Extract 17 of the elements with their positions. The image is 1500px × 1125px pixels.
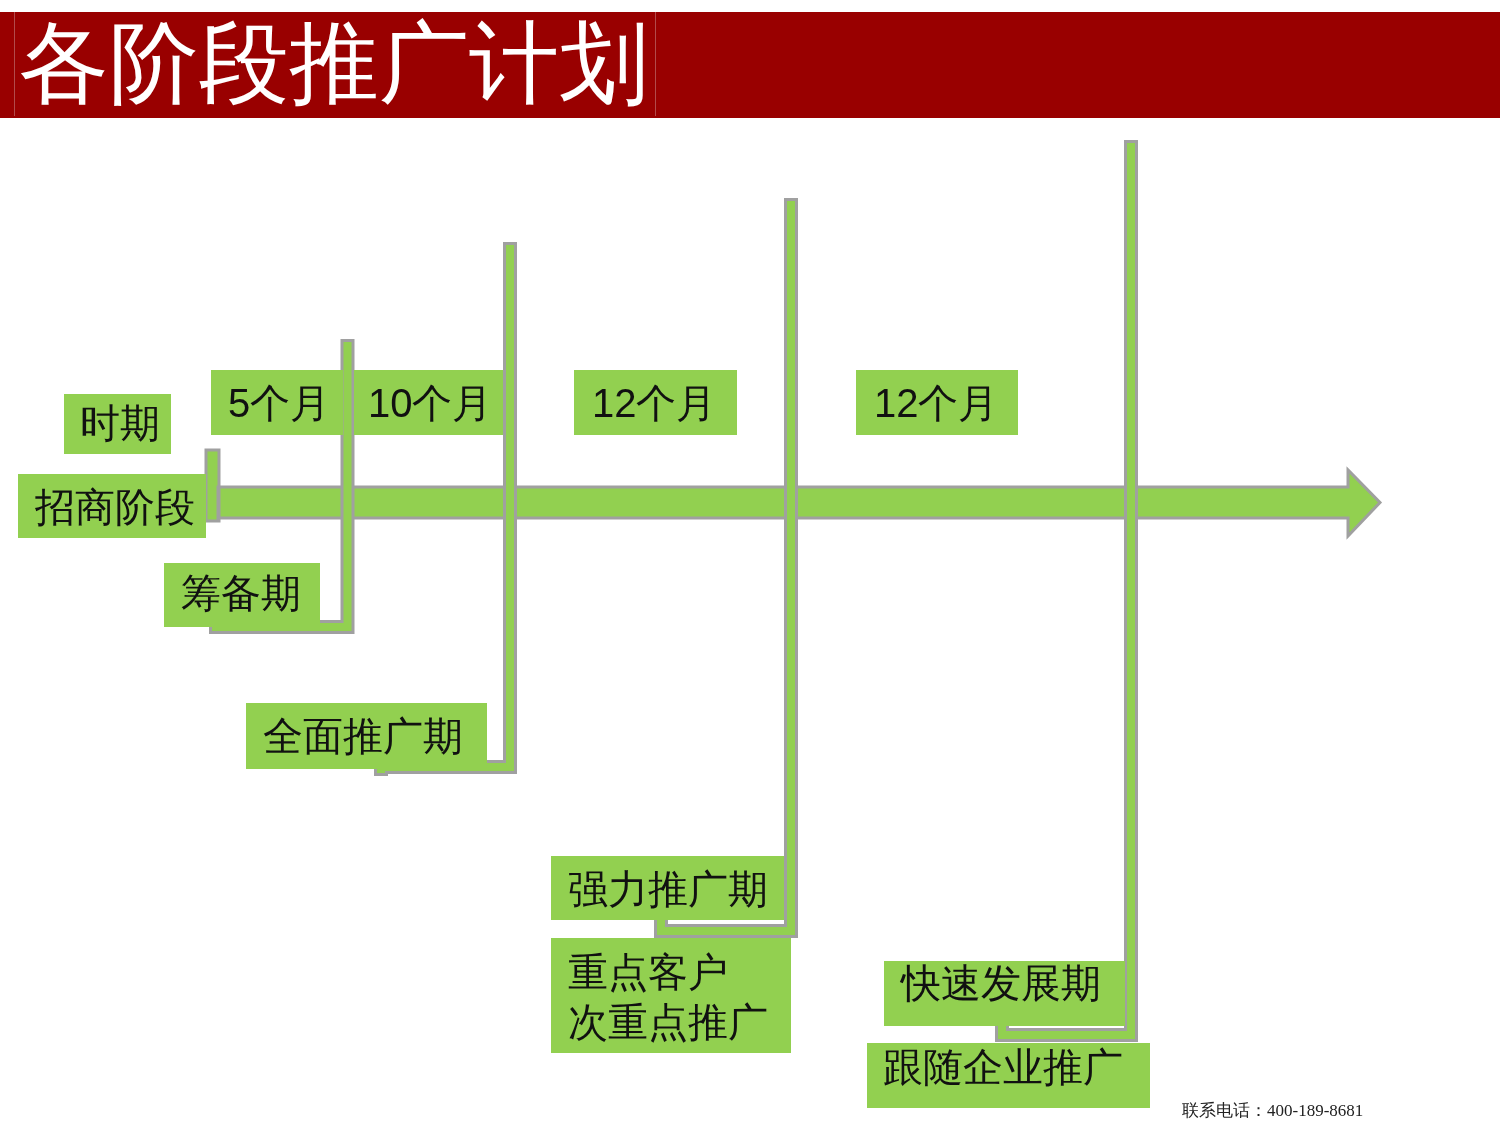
title: 各阶段推广计划 [14,12,656,116]
phase-box: 筹备期 [164,563,320,627]
timeline-arrow [204,448,1383,540]
duration-box: 12个月 [856,370,1018,435]
duration-box: 5个月 [211,370,343,435]
row-label-box: 时期 [64,394,171,454]
box-text: 次重点推广 [568,999,768,1047]
phase-box: 跟随企业推广 [867,1043,1150,1108]
phase-box: 强力推广期 [551,856,784,920]
row-label-box: 招商阶段 [18,474,206,538]
phase-box: 全面推广期 [246,703,487,769]
contact-text: 联系电话：400-189-8681 [1182,1101,1364,1121]
duration-box: 12个月 [574,370,737,435]
phase-box [551,938,791,1053]
box-text: 重点客户 [568,949,728,997]
duration-box: 10个月 [354,370,503,435]
phase-box: 快速发展期 [884,961,1125,1026]
